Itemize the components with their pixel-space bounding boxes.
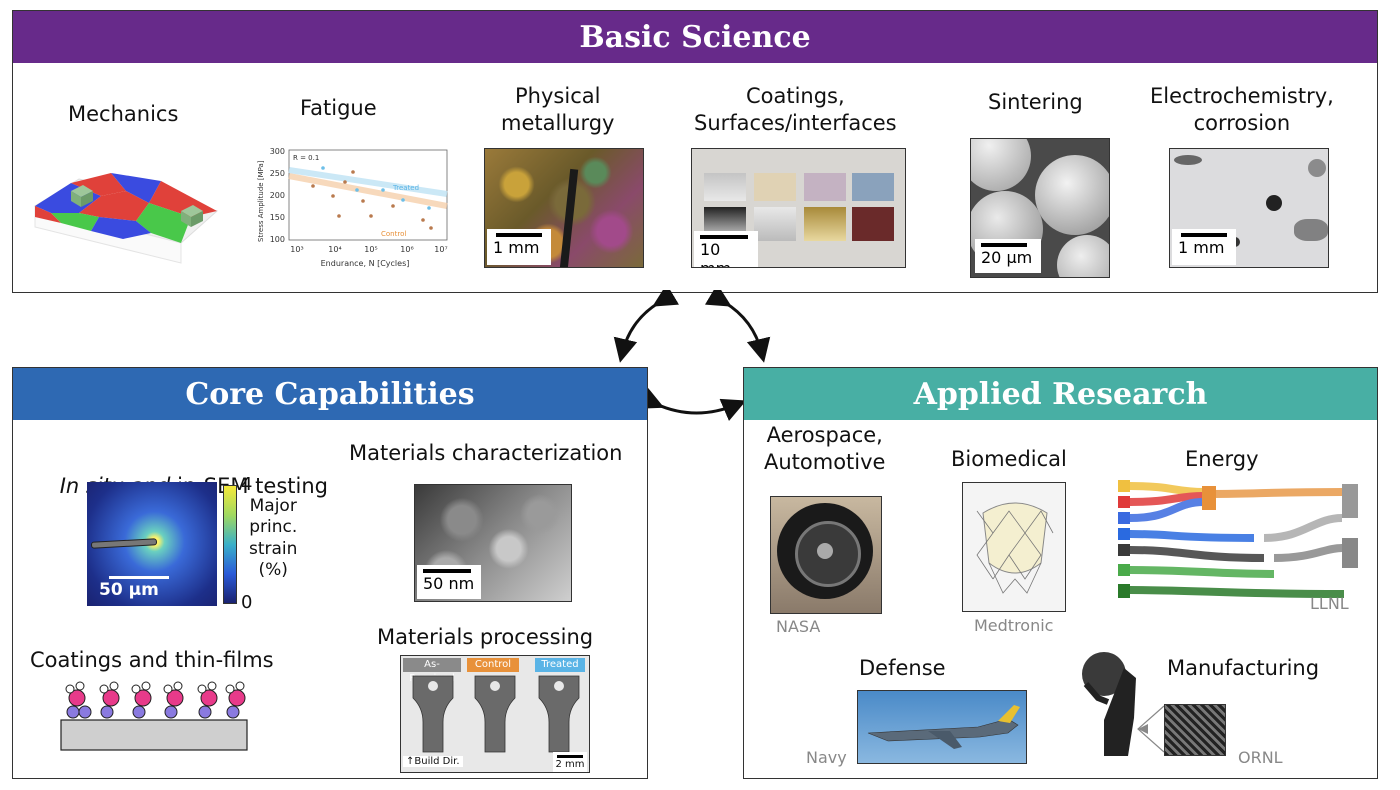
colorbar-label: Major princ. strain (%) (249, 496, 298, 580)
energy-label: Energy (1185, 447, 1259, 471)
manufacturing-credit: ORNL (1238, 748, 1283, 767)
sintering-scale-bar: 20 μm (975, 239, 1041, 273)
manufacturing-lattice-photo (1164, 704, 1226, 756)
fatigue-ytick: 150 (270, 213, 285, 222)
characterization-tem: 50 nm (414, 484, 572, 602)
molecule-group (65, 681, 246, 719)
metallurgy-crack (559, 168, 579, 267)
cycle-arrows (613, 290, 771, 421)
biomedical-credit: Medtronic (974, 616, 1054, 635)
metallurgy-scale-bar: 1 mm (487, 229, 551, 265)
thinfilms-label: Coatings and thin-films (30, 648, 274, 672)
mechanics-label: Mechanics (68, 102, 179, 126)
thinfilm-schematic (60, 681, 248, 751)
arrow-basic-applied (704, 290, 771, 363)
fatigue-r-label: R = 0.1 (293, 154, 319, 162)
physical-metallurgy-label: Physical metallurgy (501, 84, 615, 136)
manufacturing-label: Manufacturing (1167, 656, 1320, 680)
core-capabilities-panel: Core Capabilities In situ and in-SEM tes… (12, 367, 648, 779)
tag-as-received: As-Received (403, 658, 461, 684)
electrochemistry-label: Electrochemistry, corrosion (1150, 84, 1334, 136)
mechanics-grain-model (33, 173, 219, 264)
strain-colorbar (223, 485, 237, 604)
fatigue-ytick: 250 (270, 169, 285, 178)
corrosion-micrograph: 1 mm (1169, 148, 1329, 268)
fatigue-xlabel: Endurance, N [Cycles] (321, 259, 410, 268)
colorbar-min: 0 (241, 592, 253, 613)
energy-sankey (1118, 480, 1358, 598)
applied-research-panel: Applied Research Aerospace, Automotive N… (743, 367, 1378, 779)
aerospace-tire-photo (770, 496, 882, 614)
tag-control: Control (467, 658, 519, 672)
sintering-scale-text: 20 μm (981, 248, 1033, 267)
coatings-photo: 10 mm (691, 148, 906, 268)
metallurgy-micrograph: 1 mm (484, 148, 644, 268)
metallurgy-scale-text: 1 mm (493, 238, 540, 257)
defense-credit: Navy (806, 748, 847, 767)
aerospace-credit: NASA (776, 617, 821, 636)
coatings-label: Coatings, Surfaces/interfaces (694, 84, 897, 136)
characterization-scale-bar: 50 nm (417, 565, 481, 599)
build-dir-label: ↑Build Dir. (403, 756, 463, 767)
applied-research-title: Applied Research (913, 376, 1208, 412)
characterization-label: Materials characterization (349, 441, 623, 465)
fatigue-xtick: 10³ (290, 245, 303, 254)
fatigue-control-label: Control (381, 230, 406, 238)
strain-crack (90, 538, 158, 549)
basic-science-banner: Basic Science (13, 11, 1377, 63)
lattice-callout-arrow (1137, 705, 1165, 753)
tag-treated: Treated (535, 658, 585, 672)
fatigue-sn-plot: Treated Control R = 0.1 300 250 200 150 … (257, 147, 448, 268)
core-capabilities-banner: Core Capabilities (13, 368, 647, 420)
colorbar-max: 4 (241, 474, 253, 495)
coatings-scale-bar: 10 mm (694, 231, 758, 267)
fatigue-xtick: 10⁶ (400, 245, 413, 254)
sintering-sem: 20 μm (970, 138, 1110, 278)
processing-specimens: As-Received Control Treated ↑Build Dir. … (400, 655, 590, 773)
aerospace-label: Aerospace, Automotive (764, 423, 886, 475)
processing-label: Materials processing (377, 625, 594, 649)
corrosion-scale-bar: 1 mm (1172, 229, 1236, 265)
biomedical-valve-photo (962, 482, 1066, 612)
insitu-scale-text: 50 μm (99, 580, 159, 600)
fatigue-treated-label: Treated (392, 184, 419, 192)
energy-credit: LLNL (1310, 594, 1349, 613)
processing-scale-bar: 2 mm (553, 752, 587, 772)
fatigue-xtick: 10⁵ (364, 245, 377, 254)
applied-research-banner: Applied Research (744, 368, 1377, 420)
sintering-label: Sintering (988, 90, 1083, 114)
fatigue-ytick: 200 (270, 191, 285, 200)
core-capabilities-title: Core Capabilities (185, 376, 475, 412)
defense-jet-photo (857, 690, 1027, 764)
fatigue-ylabel: Stress Amplitude [MPa] (257, 160, 265, 242)
characterization-scale-text: 50 nm (423, 574, 475, 593)
strain-map: 50 μm (87, 482, 217, 606)
basic-science-title: Basic Science (579, 19, 811, 55)
manufacturing-hand-print (1082, 652, 1136, 756)
fatigue-xtick: 10⁴ (328, 245, 341, 254)
insitu-scale-bar (109, 576, 169, 579)
arrow-basic-core (613, 290, 680, 363)
basic-science-panel: Basic Science Mechanics Fatigue Treated … (12, 10, 1378, 293)
corrosion-scale-text: 1 mm (1178, 238, 1225, 257)
biomedical-label: Biomedical (951, 447, 1067, 471)
coatings-scale-text: 10 mm (700, 240, 731, 267)
defense-label: Defense (859, 656, 946, 680)
fatigue-ytick: 300 (270, 147, 285, 156)
arrow-core-applied (637, 386, 747, 421)
fatigue-ytick: 100 (270, 235, 285, 244)
fatigue-xtick: 10⁷ (434, 245, 447, 254)
fatigue-label: Fatigue (300, 96, 377, 120)
